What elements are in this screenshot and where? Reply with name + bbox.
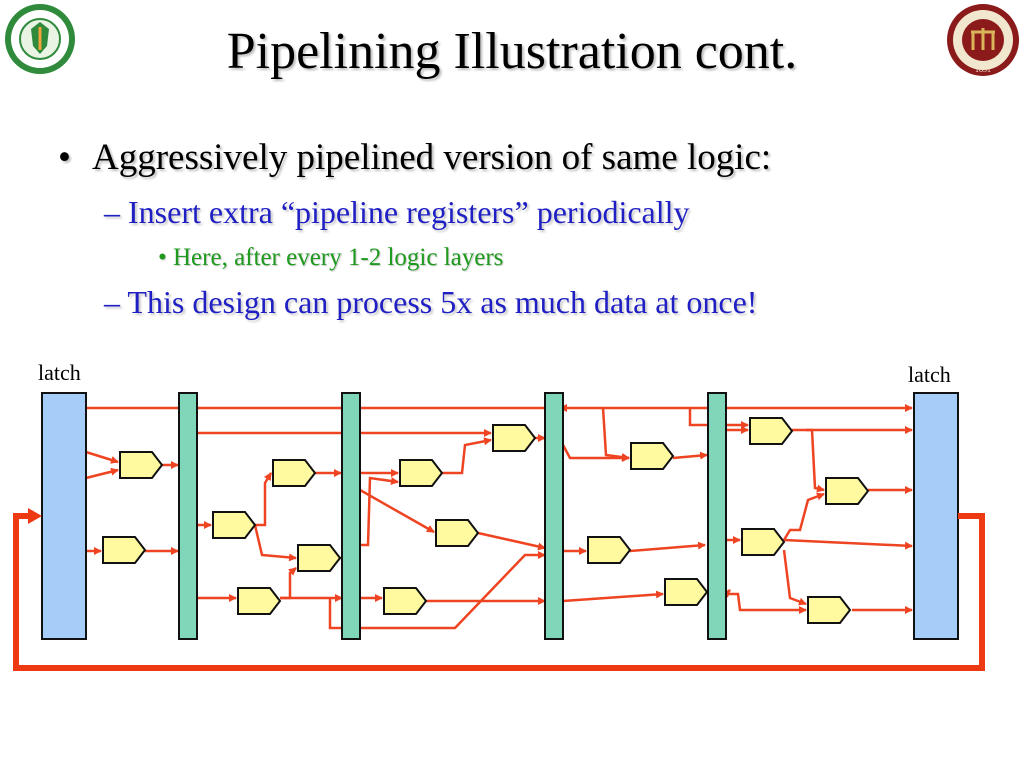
pipeline-register-3 [544,392,564,640]
wire-3 [85,467,119,480]
wire-2 [85,450,119,464]
logic-gate-9 [435,519,480,547]
logic-gate-2 [102,536,147,564]
wire-21 [442,437,492,475]
logic-gate-17 [807,596,852,624]
wire-39 [806,428,825,493]
wire-17 [359,488,435,534]
logic-gate-5 [272,459,317,487]
wire-30 [562,590,664,603]
wire-25 [561,444,630,462]
logic-gate-1 [119,451,164,479]
pipeline-register-2 [341,392,361,640]
wire-36 [726,592,807,614]
logic-gate-6 [297,544,342,572]
logic-gate-10 [492,424,537,452]
logic-gate-15 [749,417,794,445]
latch-right [913,392,959,640]
logic-gate-11 [587,536,632,564]
wire-10 [255,472,273,527]
fsu-seal-logo: 1851 [947,4,1019,76]
wire-18 [360,476,399,547]
wire-28 [629,541,706,553]
logic-gate-3 [212,511,257,539]
famu-seal-logo [5,4,75,74]
feedback-loop-arrowhead [28,508,42,524]
pipeline-register-1 [178,392,198,640]
slide-title: Pipelining Illustration cont. [226,23,798,80]
wire-34 [688,408,749,429]
wire-12 [280,567,297,600]
sub-bullet-2: – This design can process 5x as much dat… [104,284,758,320]
wire-22 [477,531,546,551]
latch-right-label: latch [908,362,951,387]
feedback-loop-wire [13,513,985,671]
latch-left-label: latch [38,360,81,385]
wire-29 [601,407,630,462]
sub-sub-bullet-1: • Here, after every 1-2 logic layers [158,244,504,271]
wire-40 [782,492,825,541]
logic-gate-16 [825,477,870,505]
logic-gate-7 [399,459,444,487]
bullet-1: • Aggressively pipelined version of same … [58,136,771,179]
logic-gate-14 [741,528,786,556]
wire-42 [782,549,807,606]
pipeline-register-4 [707,392,727,640]
logic-gate-12 [630,442,675,470]
wire-20 [328,551,546,630]
wire-11 [253,524,297,562]
logic-gate-8 [383,587,428,615]
fsu-year-text: 1851 [975,65,991,74]
wire-41 [783,538,913,550]
logic-gate-13 [664,578,709,606]
sub-bullet-1: – Insert extra “pipeline registers” peri… [104,194,690,230]
bullet-1-marker: • [58,137,71,178]
logic-gate-4 [237,587,282,615]
latch-left [41,392,87,640]
bullet-1-text: Aggressively pipelined version of same l… [92,137,772,178]
wire-31 [672,451,708,460]
